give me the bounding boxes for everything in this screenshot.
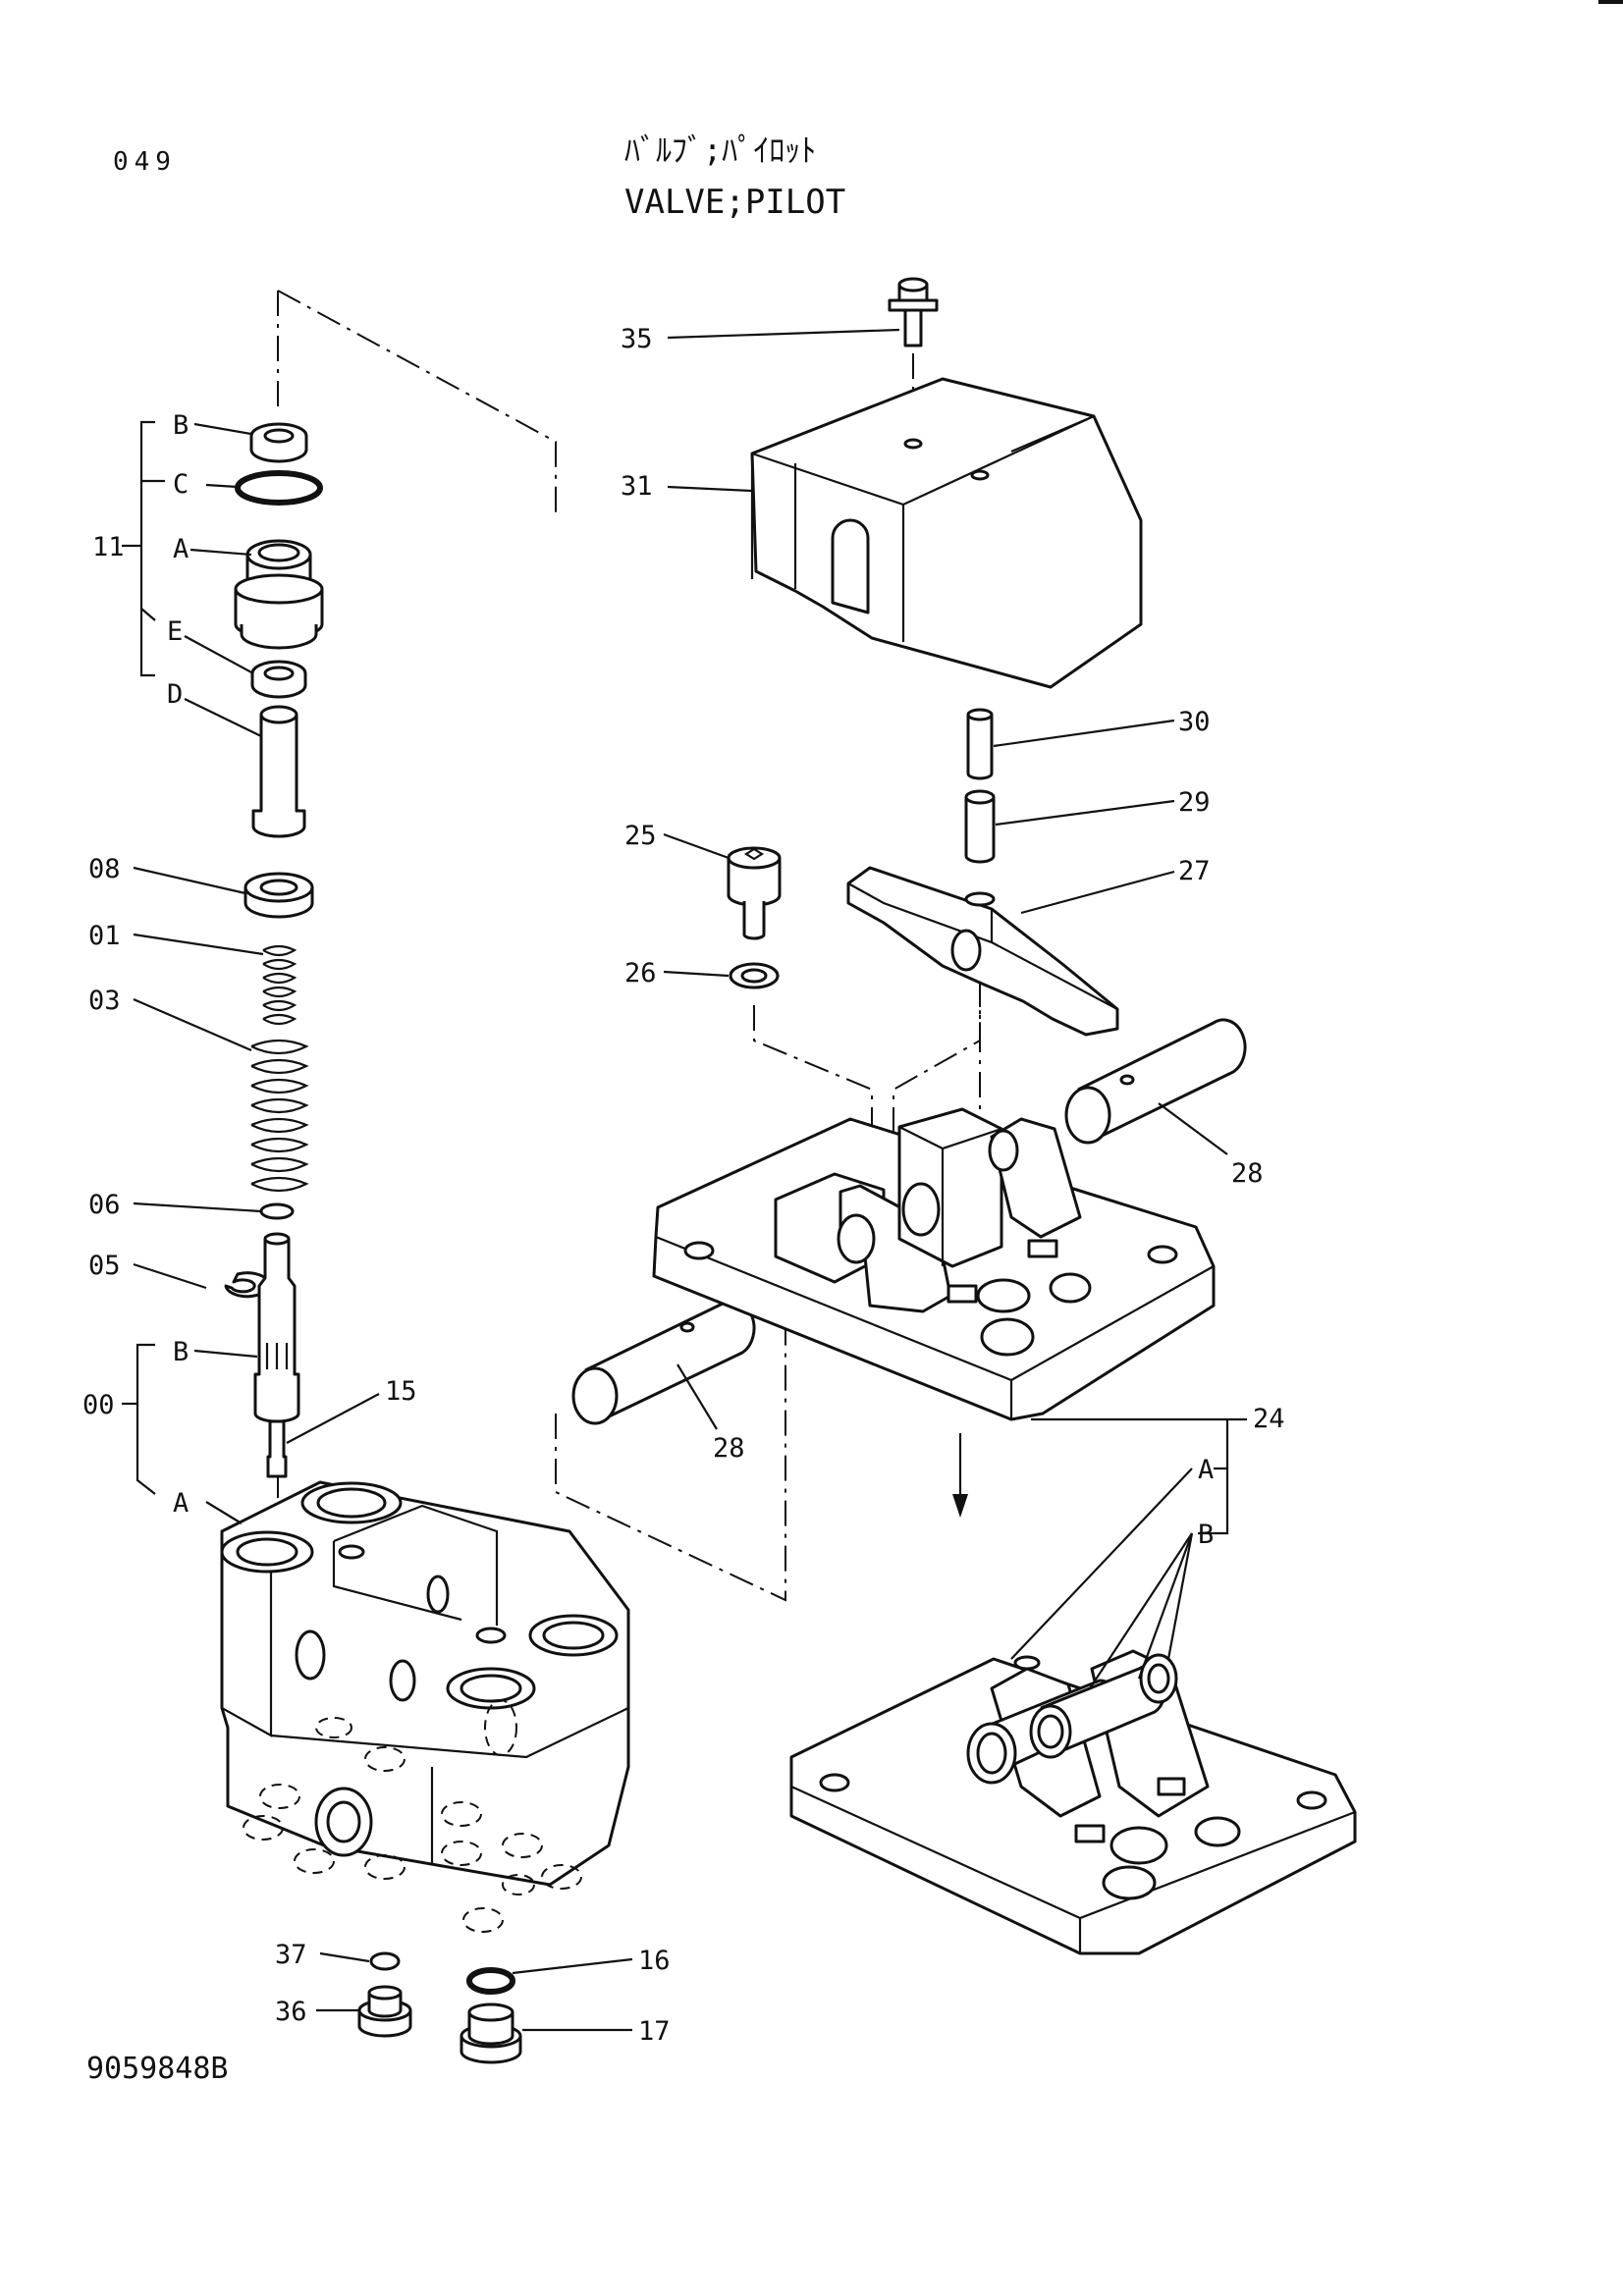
callout-11-D: D <box>167 679 183 710</box>
callout-05: 05 <box>88 1251 121 1281</box>
o-ring-part-37 <box>369 1951 401 1971</box>
callout-11-E: E <box>167 616 183 647</box>
callout-15: 15 <box>385 1376 417 1407</box>
plug-part-36 <box>357 1985 412 2038</box>
seal-part-11E <box>250 660 307 699</box>
cam-part-27 <box>846 866 1119 1037</box>
bolt-part-35 <box>888 277 939 434</box>
page-number: 049 <box>113 147 177 177</box>
spool-part-00B <box>253 1232 300 1423</box>
callout-28-upper: 28 <box>1231 1158 1264 1189</box>
callout-00: 00 <box>82 1390 115 1420</box>
plunger-housing-part-11A <box>234 539 324 650</box>
plate-part-24 <box>652 1107 1216 1421</box>
drawing-number: 9059848B <box>86 2052 229 2086</box>
callout-17: 17 <box>638 2016 671 2047</box>
callout-29: 29 <box>1178 787 1211 818</box>
plate-assembly-part-24-detail <box>789 1649 1357 1955</box>
callout-06: 06 <box>88 1190 121 1220</box>
callout-26: 26 <box>624 958 657 988</box>
plug-part-17 <box>460 2002 522 2064</box>
pin-part-28-upper <box>1064 1018 1247 1145</box>
pin-part-30 <box>966 708 994 780</box>
callout-03: 03 <box>88 986 121 1016</box>
callout-00-A: A <box>173 1488 189 1519</box>
callout-11: 11 <box>92 532 125 562</box>
callout-24-A: A <box>1198 1455 1214 1485</box>
callout-24-B: B <box>1198 1520 1214 1550</box>
callout-00-B: B <box>173 1337 189 1367</box>
callout-30: 30 <box>1178 707 1211 737</box>
title-english: VALVE;PILOT <box>624 183 846 222</box>
cover-part-31 <box>750 377 1143 689</box>
dash-guide-right <box>555 982 981 1602</box>
callout-24: 24 <box>1253 1404 1285 1434</box>
spring-seat-part-08 <box>243 872 314 919</box>
seal-part-11B <box>249 422 308 463</box>
pusher-part-11D <box>251 705 306 838</box>
o-ring-part-11C <box>235 470 323 506</box>
callout-labels: 35 31 30 29 27 25 26 28 28 24 A B 11 B C… <box>82 324 1285 2047</box>
scan-edge-mark <box>1598 0 1623 4</box>
pin-part-28-lower <box>571 1299 756 1425</box>
spring-part-01 <box>262 944 298 1026</box>
callout-25: 25 <box>624 821 657 851</box>
spring-part-03 <box>250 1039 309 1193</box>
callout-11-C: C <box>173 469 189 500</box>
pin-part-15 <box>266 1419 288 1478</box>
valve-casing-part-00A <box>220 1480 630 1933</box>
callout-11-B: B <box>173 410 189 441</box>
callout-08: 08 <box>88 854 121 884</box>
washer-part-06 <box>259 1202 295 1220</box>
socket-bolt-part-25 <box>727 846 782 940</box>
title-japanese: ﾊﾞﾙﾌﾞ;ﾊﾟｲﾛｯﾄ <box>624 132 817 169</box>
spring-washer-part-26 <box>729 962 780 989</box>
callout-37: 37 <box>275 1940 307 1970</box>
callout-36: 36 <box>275 1997 307 2027</box>
callout-28-lower: 28 <box>713 1433 745 1464</box>
callout-16: 16 <box>638 1946 671 1976</box>
callout-31: 31 <box>621 471 653 502</box>
o-ring-part-16 <box>466 1967 515 1995</box>
callout-35: 35 <box>621 324 653 354</box>
callout-01: 01 <box>88 921 121 951</box>
pin-part-29 <box>964 789 996 864</box>
callout-11-A: A <box>173 534 189 564</box>
down-arrow-icon <box>952 1433 968 1518</box>
callout-27: 27 <box>1178 856 1211 886</box>
leader-lines <box>122 328 1247 2032</box>
